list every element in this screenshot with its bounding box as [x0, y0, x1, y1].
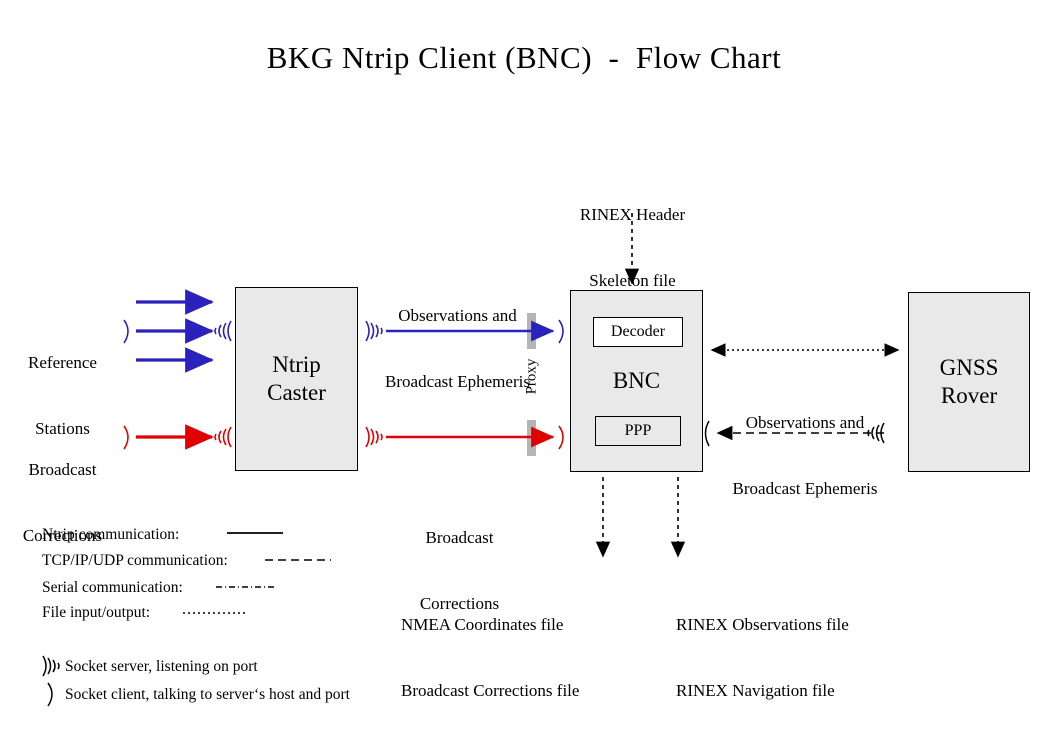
label-broadcast-corrections-caster: Broadcast Corrections: [419, 528, 500, 614]
legend-label-socket-client: Socket client, talking to server‘s host …: [65, 686, 350, 703]
page-title: BKG Ntrip Client (BNC) - Flow Chart: [266, 40, 782, 75]
node-ntrip-caster[interactable]: Ntrip Caster: [235, 287, 358, 471]
socket-server-icon-legend: [42, 655, 60, 677]
socket-server-icon-caster-in: [214, 320, 232, 342]
socket-client-icon-bnc-rover: [704, 420, 710, 447]
legend-label-tcpip: TCP/IP/UDP communication:: [42, 552, 228, 569]
socket-client-icon-bnc-in-red: [558, 425, 564, 450]
bnc-decoder-box[interactable]: Decoder: [593, 317, 683, 347]
legend-row-serial: Serial communication:: [42, 579, 183, 597]
gnss-rover-line2: Rover: [940, 383, 998, 408]
label-broadcast-corrections-left: Broadcast Corrections: [22, 460, 103, 546]
legend-label-socket-server: Socket server, listening on port: [65, 658, 258, 675]
node-gnss-rover[interactable]: GNSS Rover: [908, 292, 1030, 472]
ntrip-caster-line2: Caster: [267, 380, 326, 405]
legend-row-tcpip: TCP/IP/UDP communication:: [42, 552, 228, 570]
ntrip-caster-line1: Ntrip: [272, 351, 321, 377]
socket-server-icon-caster-in-red: [214, 426, 232, 448]
label-observations-ephemeris-caster: Observations and Broadcast Ephemeris: [385, 306, 530, 392]
bnc-label: BNC: [612, 367, 661, 393]
bnc-ppp-box[interactable]: PPP: [595, 416, 681, 446]
legend-label-file-io: File input/output:: [42, 604, 151, 621]
label-nmea-outputs: NMEA Coordinates file Broadcast Correcti…: [401, 615, 580, 701]
legend-row-file-io: File input/output:: [42, 604, 150, 622]
legend-row-ntrip: Ntrip communication:: [42, 526, 179, 544]
gnss-rover-line1: GNSS: [939, 354, 999, 380]
legend-row-socket-client: Socket client, talking to server‘s host …: [65, 686, 350, 704]
bnc-decoder-label: Decoder: [610, 323, 666, 341]
legend-label-serial: Serial communication:: [42, 579, 183, 596]
label-reference-stations: Reference Stations: [28, 353, 97, 439]
label-rinex-outputs: RINEX Observations file RINEX Navigation…: [676, 615, 849, 701]
label-observations-ephemeris-rover: Observations and Broadcast Ephemeris: [732, 413, 878, 499]
bnc-ppp-label: PPP: [624, 422, 652, 440]
label-rinex-header-skeleton: RINEX Header Skeleton file: [579, 205, 686, 291]
socket-client-icon-legend: [47, 682, 53, 707]
legend-label-ntrip: Ntrip communication:: [42, 526, 180, 543]
node-bnc[interactable]: Decoder BNC PPP: [570, 290, 703, 472]
legend-row-socket-server: Socket server, listening on port: [65, 658, 258, 676]
